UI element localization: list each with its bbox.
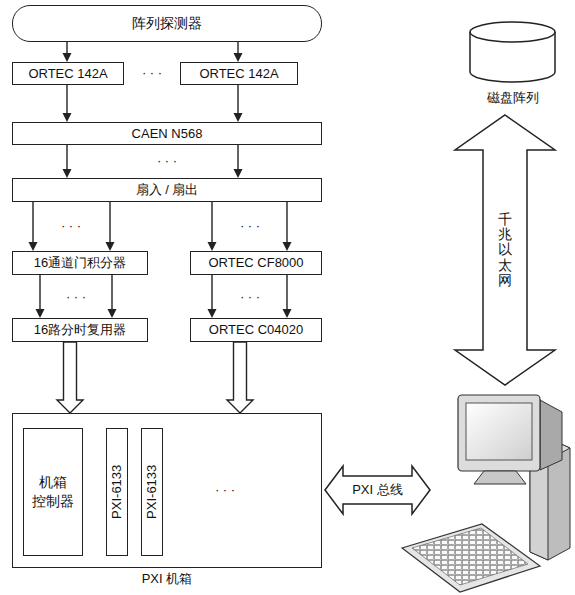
signal-arrow: [234, 42, 243, 62]
node-text: PXI 机箱: [13, 571, 321, 587]
computer-monitor: [458, 395, 540, 471]
node-text: ORTEC C04020: [209, 322, 303, 338]
ellipsis: · · ·: [240, 289, 260, 305]
disk-array: 磁盘阵列: [470, 22, 555, 84]
integrator-box: 16通道门积分器: [12, 251, 148, 275]
node-text: 机箱 控制器: [32, 473, 75, 511]
computer-monitor: [540, 400, 562, 470]
node-text: ORTEC 142A: [199, 66, 278, 82]
node-text: CAEN N568: [132, 126, 203, 142]
signal-arrow: [36, 275, 45, 318]
node-text: 16通道门积分器: [34, 255, 126, 271]
signal-arrow: [283, 202, 292, 251]
hollow-arrow: [57, 342, 83, 413]
node-text: 阵列探测器: [132, 15, 202, 32]
signal-arrow: [108, 275, 117, 318]
signal-arrow: [106, 202, 115, 251]
discriminator-box: ORTEC CF8000: [190, 251, 322, 275]
tdc-box: ORTEC C04020: [190, 318, 322, 342]
preamp-box: ORTEC 142A: [12, 62, 124, 85]
signal-arrow: [283, 275, 292, 318]
fan-box: 扇入 / 扇出: [12, 178, 322, 202]
preamp-box: ORTEC 142A: [180, 62, 298, 85]
signal-arrow: [234, 145, 243, 178]
signal-arrow: [208, 202, 217, 251]
node-text: PXI-6133: [144, 465, 160, 519]
keyboard: [402, 524, 540, 592]
node-text: ORTEC CF8000: [208, 255, 303, 271]
ethernet-label: 千兆以太网: [498, 212, 512, 289]
bus-label: PXI 总线: [352, 482, 403, 498]
ellipsis: · · ·: [66, 289, 86, 305]
signal-arrow: [208, 275, 217, 318]
signal-arrow: [63, 85, 72, 122]
multiplexer-box: 16路分时复用器: [12, 318, 148, 342]
amplifier-box: CAEN N568: [12, 122, 322, 145]
ethernet-arrow: [455, 115, 555, 385]
signal-arrow: [63, 145, 72, 178]
node-text: 磁盘阵列: [470, 90, 555, 106]
detector-array: 阵列探测器: [12, 5, 322, 42]
signal-arrow: [63, 42, 72, 62]
signal-arrow: [29, 202, 38, 251]
signal-arrow: [234, 85, 243, 122]
node-text: ORTEC 142A: [28, 66, 107, 82]
ellipsis: · · ·: [240, 218, 260, 234]
computer-screen: [466, 403, 532, 460]
ellipsis: · · ·: [61, 218, 81, 234]
node-text: 16路分时复用器: [34, 322, 126, 338]
ellipsis: · · ·: [142, 65, 162, 81]
daq-card: PXI-6133: [141, 428, 163, 556]
monitor-stand: [474, 471, 526, 484]
disk-cylinder: [470, 22, 555, 42]
daq-card: PXI-6133: [106, 428, 128, 556]
pxi-bus-arrow: [325, 466, 430, 514]
node-text: 扇入 / 扇出: [136, 182, 199, 198]
node-text: PXI-6133: [109, 465, 125, 519]
pxi-chassis: PXI 机箱机箱 控制器PXI-6133PXI-6133: [12, 413, 322, 568]
hollow-arrow: [227, 342, 253, 413]
ellipsis: · · ·: [157, 153, 177, 169]
ellipsis: · · ·: [215, 482, 235, 498]
keyboard-keys: [412, 528, 528, 585]
controller-box: 机箱 控制器: [23, 428, 83, 556]
